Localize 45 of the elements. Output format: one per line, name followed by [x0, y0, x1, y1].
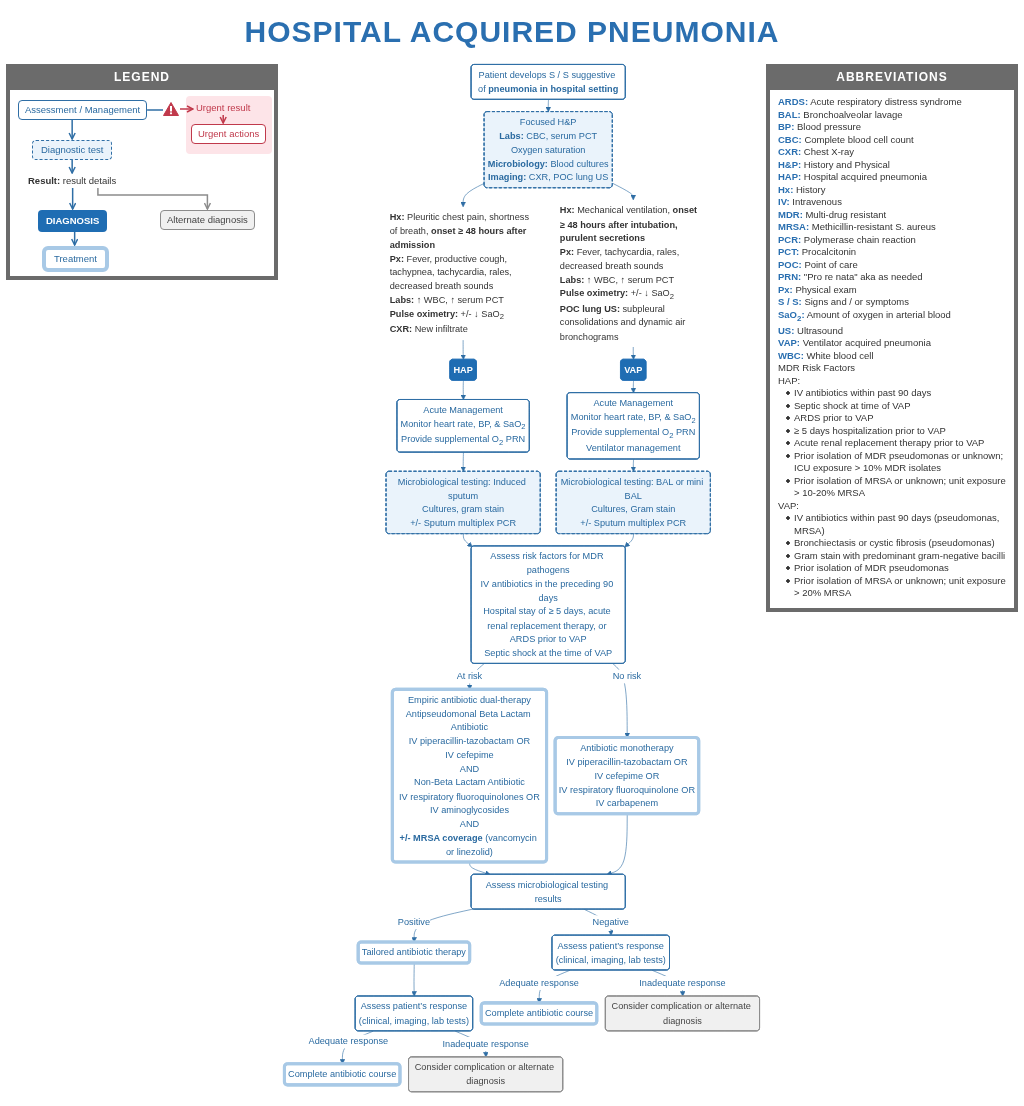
abbreviation-entry: PCR: Polymerase chain reaction — [778, 233, 917, 246]
abbreviation-entry: MRSA: Methicillin-resistant S. aureus — [778, 221, 937, 234]
abbreviation-entry: MDR: Multi-drug resistant — [778, 208, 888, 221]
node-text: Hx: Pleuritic chest pain, shortness of breath, onset ≥ 48 hours after admission Px: Fever, productive cough, tachypnea, tachycardia, rales, decreased breath sounds Labs: ↑ WBC, ↑ serum PCT Pulse oximetry: +/- ↓ SaO$_{2}$ CXR: New infiltrate — [389, 211, 529, 335]
solid-box: Assessment / Management — [18, 100, 148, 120]
abbreviation-entry: HAP: Hospital acquired pneumonia — [778, 171, 928, 184]
section-heading: MDR Risk Factors — [778, 362, 857, 375]
abbreviation-entry: BAL: Bronchoalveolar lavage — [778, 108, 904, 121]
edge-label: Negative — [592, 916, 629, 927]
abbreviation-entry: SaO$_{2}$: Amount of oxygen in arterial blood — [778, 308, 952, 325]
thick-border-box: Treatment — [42, 246, 109, 272]
dashed-box: Diagnostic test — [32, 140, 113, 160]
abbreviation-entry: VAP: Ventilator acquired pneumonia — [778, 337, 932, 350]
abbreviation-entry: CBC: Complete blood cell count — [778, 133, 915, 146]
abbreviation-entry: IV: Intravenous — [778, 196, 843, 209]
abbreviation-entry: Hx: History — [778, 183, 827, 196]
abbreviation-entry: H&P: History and Physical — [778, 158, 891, 171]
abbreviations-title: ABBREVIATIONS — [770, 68, 1014, 90]
node-text: Hx: Mechanical ventilation, onset ≥ 48 hours after intubation, purulent secretions Px: Fever, tachycardia, rales, decreased breath sounds Labs: ↑ WBC, ↑ serum PCT Pulse oximetry: +/- ↓ SaO$_{2}$ POC lung US: subpleural consolidations and dynamic air bronchograms — [559, 204, 698, 342]
list-heading: VAP: — [778, 499, 800, 513]
abbreviation-entry: BP: Blood pressure — [778, 121, 862, 134]
legend-text: Result: result details — [27, 174, 118, 188]
abbreviation-entry: POC: Point of care — [778, 258, 859, 271]
shaded-box: Alternate diagnosis — [160, 210, 255, 230]
list-heading: HAP: — [778, 374, 802, 388]
filled-box: DIAGNOSIS — [38, 210, 108, 232]
abbreviation-entry: WBC: White blood cell — [778, 349, 875, 363]
abbreviation-entry: CXR: Chest X-ray — [778, 146, 856, 159]
title: HOSPITAL ACQUIRED PNEUMONIA — [243, 14, 781, 50]
alert-text: Urgent result — [195, 101, 252, 115]
edge-label: Inadequate response — [639, 977, 726, 988]
alert-box: Urgent actions — [191, 124, 267, 144]
edge-label: Inadequate response — [442, 1038, 529, 1049]
legend-title: LEGEND — [10, 68, 274, 90]
abbreviation-entry: Px: Physical exam — [778, 283, 858, 296]
edge-label: Adequate response — [499, 977, 579, 988]
abbreviation-entry: S / S: Signs and / or symptoms — [778, 296, 910, 309]
edge-label: No risk — [612, 670, 642, 682]
abbreviation-entry: ARDS: Acute respiratory distress syndrome — [778, 96, 963, 109]
edge-label: Adequate response — [308, 1035, 389, 1047]
abbreviation-entry: US: Ultrasound — [778, 324, 844, 338]
edge-label: At risk — [456, 670, 483, 682]
abbreviation-entry: PRN: "Pro re nata" aka as needed — [778, 271, 924, 284]
abbreviation-entry: PCT: Procalcitonin — [778, 246, 858, 259]
edge-label: Positive — [397, 916, 430, 927]
